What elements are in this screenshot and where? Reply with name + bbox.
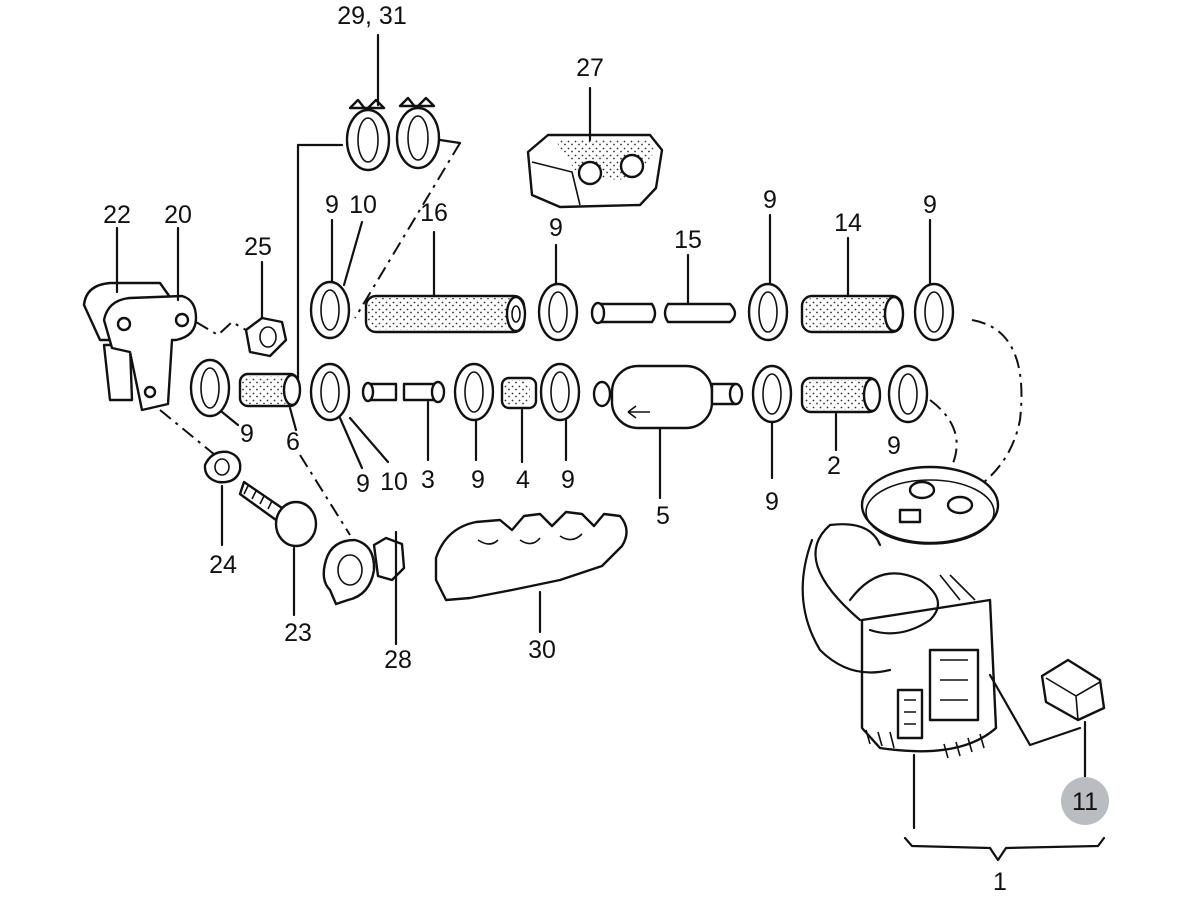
part-10-connector[interactable] [361, 381, 398, 403]
label-25: 25 [244, 233, 272, 261]
part-9-clamp-lower-5[interactable] [751, 364, 793, 424]
label-9-lower-6: 9 [887, 432, 901, 460]
part-6-hose-short[interactable] [238, 372, 302, 408]
label-23: 23 [284, 619, 312, 647]
part-1-fuel-pump-unit[interactable] [801, 465, 1000, 759]
label-9-lower-2: 9 [356, 470, 370, 498]
label-27: 27 [576, 54, 604, 82]
part-14-hose[interactable] [800, 294, 905, 334]
label-3: 3 [421, 466, 435, 494]
label-5: 5 [656, 502, 670, 530]
part-27-holder-block[interactable] [526, 133, 664, 209]
part-9-clamp-upper-2[interactable] [537, 282, 579, 342]
part-5-fuel-filter[interactable] [592, 364, 744, 430]
part-15-pipe-connector[interactable] [590, 301, 737, 325]
part-24-washer[interactable] [203, 450, 242, 484]
label-14: 14 [834, 209, 862, 237]
part-28-clip-bracket[interactable] [322, 536, 406, 606]
label-9-lower-3: 9 [471, 466, 485, 494]
part-20-bracket[interactable] [102, 294, 198, 412]
part-30-hose-holder[interactable] [434, 510, 628, 602]
label-11: 11 [1072, 788, 1098, 816]
label-9-lower-4: 9 [561, 466, 575, 494]
label-30: 30 [528, 636, 556, 664]
label-2: 2 [827, 452, 841, 480]
part-9-clamp-upper-1[interactable] [309, 280, 351, 340]
label-29-31: 29, 31 [337, 2, 407, 30]
part-9-clamp-upper-3[interactable] [747, 282, 789, 342]
label-4: 4 [516, 466, 530, 494]
part-29-31-hose-clamps[interactable] [345, 96, 441, 172]
part-23-bolt[interactable] [238, 480, 318, 548]
part-9-clamp-lower-3[interactable] [453, 362, 495, 422]
part-4-hose-piece[interactable] [500, 376, 538, 410]
label-10-lower: 10 [380, 468, 408, 496]
part-2-hose[interactable] [800, 376, 882, 414]
label-9-upper-3: 9 [763, 186, 777, 214]
part-labels: 29, 31 27 22 20 25 9 10 16 9 15 9 14 9 9… [103, 2, 1109, 896]
part-9-clamp-upper-4[interactable] [913, 282, 955, 342]
label-9-lower-1: 9 [240, 420, 254, 448]
part-25-nut[interactable] [244, 316, 288, 358]
label-9-upper-2: 9 [549, 214, 563, 242]
part-11-electrical-plug[interactable] [1040, 658, 1106, 722]
label-24: 24 [209, 551, 237, 579]
label-11-highlight-badge [1061, 777, 1109, 825]
part-9-clamp-lower-1[interactable] [189, 358, 231, 418]
part-9-clamp-lower-2[interactable] [309, 362, 351, 422]
part-9-clamp-lower-4[interactable] [539, 362, 581, 422]
label-15: 15 [674, 226, 702, 254]
label-1: 1 [993, 868, 1007, 896]
label-6: 6 [286, 428, 300, 456]
part-3-connector[interactable] [402, 380, 446, 404]
label-10-upper: 10 [349, 191, 377, 219]
label-9-upper-1: 9 [325, 191, 339, 219]
label-9-upper-4: 9 [923, 191, 937, 219]
label-20: 20 [164, 201, 192, 229]
label-9-lower-5: 9 [765, 488, 779, 516]
part-16-hose-long[interactable] [364, 294, 527, 334]
label-16: 16 [420, 199, 448, 227]
label-28: 28 [384, 646, 412, 674]
part-9-clamp-lower-6[interactable] [887, 364, 929, 424]
label-22: 22 [103, 201, 131, 229]
